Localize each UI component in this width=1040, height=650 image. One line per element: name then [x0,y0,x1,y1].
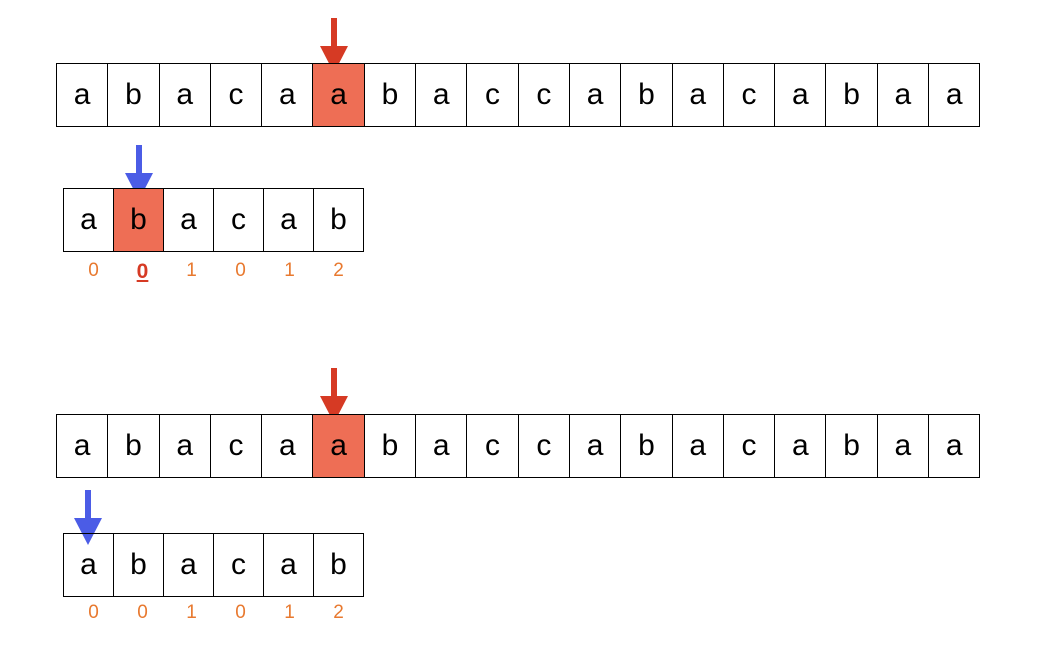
text-pointer-arrow [319,368,349,424]
text-string-2: a b a c a a b a c c a b a c a b a a [56,414,981,478]
pattern-cell: a [164,533,214,597]
text-cell: a [672,414,724,478]
next-value: 0 [235,602,246,623]
text-cell: a [672,63,724,127]
text-cell: a [569,414,622,478]
pattern-cell: b [114,533,164,597]
text-cell: b [364,63,417,127]
text-cell: c [518,414,570,478]
next-value: 0 [137,602,148,623]
text-cell: c [210,63,263,127]
pattern-cell: a [264,188,314,252]
pattern-pointer-arrow [73,490,103,546]
next-value: 1 [284,602,295,623]
next-value: 2 [333,602,344,623]
pattern-cell: b [314,533,364,597]
next-value-current: 0 [136,260,149,283]
text-cell: b [826,414,878,478]
text-cell: a [416,63,468,127]
pattern-cell: a [264,533,314,597]
next-array-2: 0 0 1 0 1 2 [69,602,363,624]
pattern-string-1: a b a c a b [63,188,364,252]
next-value: 1 [284,260,295,281]
text-cell: a [775,63,827,127]
next-value: 2 [333,260,344,281]
pattern-cell-current: b [114,188,164,252]
text-cell: c [723,63,776,127]
text-cell: b [364,414,417,478]
text-cell: c [467,414,519,478]
text-cell: b [108,414,160,478]
pattern-cell: a [64,188,114,252]
pattern-cell: b [314,188,364,252]
text-cell: c [467,63,519,127]
text-cell: b [826,63,878,127]
text-cell: c [723,414,776,478]
text-cell-current: a [313,414,365,478]
text-cell-current: a [313,63,365,127]
text-cell: a [57,414,109,478]
pattern-string-2: a b a c a b [63,533,364,597]
text-cell: a [57,63,109,127]
next-value: 1 [186,260,197,281]
text-cell: c [518,63,570,127]
text-cell: a [159,63,211,127]
next-value: 0 [235,260,246,281]
text-cell: a [416,414,468,478]
text-pointer-arrow [319,18,349,74]
pattern-cell: a [164,188,214,252]
text-cell: b [621,414,673,478]
text-cell: c [210,414,263,478]
text-cell: a [877,414,930,478]
next-array-1: 0 0 1 0 1 2 [69,260,363,284]
pattern-cell: c [214,533,264,597]
next-value: 1 [186,602,197,623]
text-cell: b [621,63,673,127]
text-cell: a [262,63,314,127]
pattern-cell: c [214,188,264,252]
text-cell: a [877,63,930,127]
text-cell: a [569,63,622,127]
text-cell: a [929,63,981,127]
text-string-1: a b a c a a b a c c a b a c a b a a [56,63,981,127]
pattern-cell-current: a [64,533,114,597]
next-value: 0 [88,602,99,623]
next-value: 0 [88,260,99,281]
text-cell: a [775,414,827,478]
text-cell: a [262,414,314,478]
text-cell: a [929,414,981,478]
pattern-pointer-arrow [124,145,154,201]
text-cell: b [108,63,160,127]
text-cell: a [159,414,211,478]
